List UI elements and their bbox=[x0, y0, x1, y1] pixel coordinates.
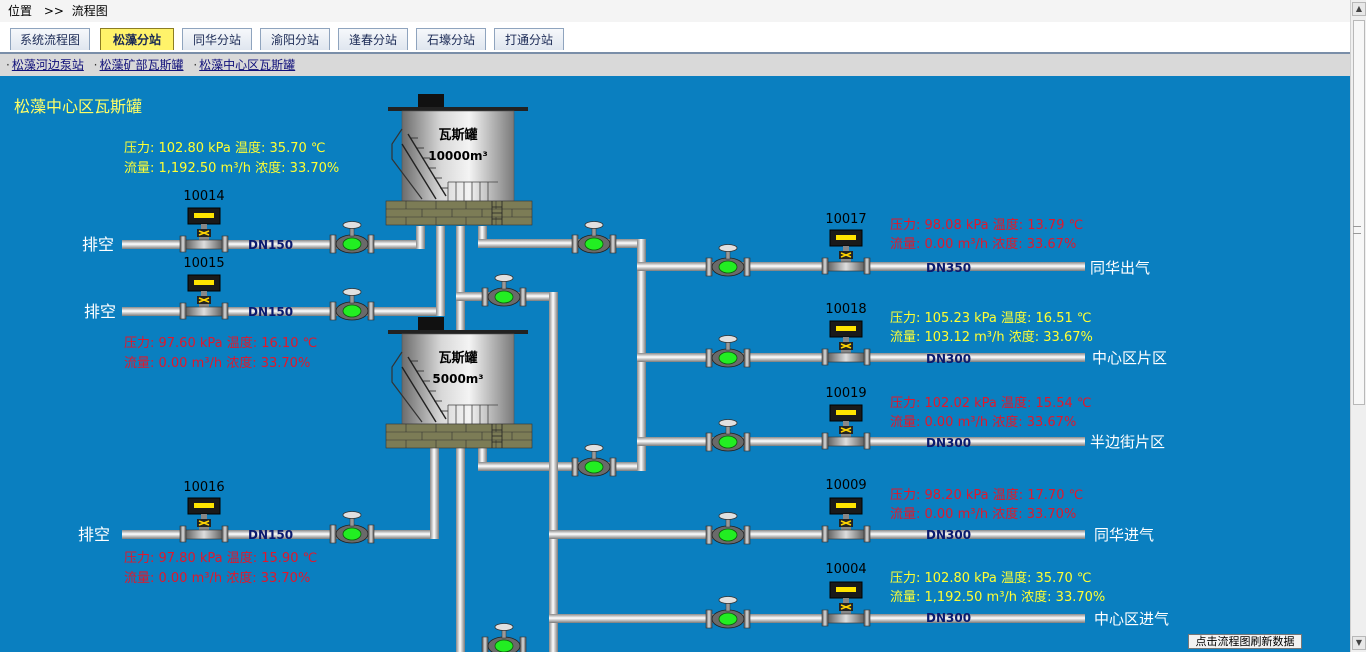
pipe-size-10014: DN150 bbox=[248, 238, 293, 252]
destination-label: 同华出气 bbox=[1090, 259, 1150, 277]
pipe-size-10017: DN350 bbox=[926, 261, 971, 275]
pipe-size-10015: DN150 bbox=[248, 305, 293, 319]
destination-label: 半边街片区 bbox=[1090, 433, 1165, 451]
tank-small-capacity: 5000m³ bbox=[432, 372, 483, 386]
valve-10019[interactable] bbox=[705, 419, 751, 452]
vent-15-reading-line2: 流量: 0.00 m³/h 浓度: 33.70% bbox=[124, 355, 310, 371]
tab-shihao[interactable]: 石壕分站 bbox=[416, 28, 486, 50]
destination-label: 中心区进气 bbox=[1094, 610, 1169, 628]
reading-10019-line2: 流量: 0.00 m³/h 浓度: 33.67% bbox=[890, 414, 1076, 430]
sub-navigation: ·松藻河边泵站 ·松藻矿部瓦斯罐 ·松藻中心区瓦斯罐 bbox=[0, 54, 1350, 76]
reading-10009-line1: 压力: 98.20 kPa 温度: 17.70 ℃ bbox=[890, 487, 1083, 503]
tab-songzao[interactable]: 松藻分站 bbox=[100, 28, 174, 50]
location-bar: 位置 >> 流程图 bbox=[0, 0, 1350, 23]
tab-system-flow[interactable]: 系统流程图 bbox=[10, 28, 90, 50]
destination-label: 同华进气 bbox=[1094, 526, 1154, 544]
vent-line-10016: 排空 10016 DN150 bbox=[78, 480, 375, 544]
outlet-line-10004: 10004 DN300 压力: 102.80 kPa 温度: 35.70 ℃ 流… bbox=[705, 562, 1169, 629]
meter-id-10018: 10018 bbox=[825, 302, 866, 317]
reading-10019-line1: 压力: 102.02 kPa 温度: 15.54 ℃ bbox=[890, 395, 1091, 411]
flowmeter-10009[interactable] bbox=[821, 497, 871, 543]
page-title: 松藻中心区瓦斯罐 bbox=[14, 97, 142, 116]
valve-10009[interactable] bbox=[705, 512, 751, 545]
subnav-link-hebian[interactable]: 松藻河边泵站 bbox=[11, 58, 84, 72]
scroll-grip-icon bbox=[1353, 226, 1361, 234]
meter-id-10014: 10014 bbox=[183, 189, 224, 204]
destination-label: 中心区片区 bbox=[1092, 349, 1167, 367]
tank-large-capacity: 10000m³ bbox=[428, 149, 488, 163]
pipe-size-10009: DN300 bbox=[926, 528, 971, 542]
station-tabs: 系统流程图 松藻分站 同华分站 渝阳分站 逢春分站 石壕分站 打通分站 bbox=[0, 22, 1350, 54]
reading-10017-line2: 流量: 0.00 m³/h 浓度: 33.67% bbox=[890, 236, 1076, 252]
outlet-line-10017: 10017 DN350 压力: 98.08 kPa 温度: 13.79 ℃ 流量… bbox=[705, 212, 1150, 277]
scroll-up-icon[interactable]: ▲ bbox=[1352, 2, 1366, 16]
valve-tank-large-bottom[interactable] bbox=[481, 274, 527, 307]
flowmeter-10016[interactable] bbox=[179, 497, 229, 543]
flowmeter-10017[interactable] bbox=[821, 229, 871, 275]
valve-tank-small-outlet[interactable] bbox=[571, 444, 617, 477]
pipe-size-10019: DN300 bbox=[926, 436, 971, 450]
valve-10004[interactable] bbox=[705, 596, 751, 629]
pipe-size-10004: DN300 bbox=[926, 611, 971, 625]
valve-tank-large-outlet[interactable] bbox=[571, 221, 617, 254]
tab-yuyang[interactable]: 渝阳分站 bbox=[260, 28, 330, 50]
outlet-line-10009: 10009 DN300 压力: 98.20 kPa 温度: 17.70 ℃ 流量… bbox=[705, 478, 1154, 545]
vent-15-reading-line1: 压力: 97.60 kPa 温度: 16.10 ℃ bbox=[124, 335, 317, 351]
tab-fengchun[interactable]: 逢春分站 bbox=[338, 28, 408, 50]
vent-line-10015: 排空 10015 DN150 bbox=[84, 256, 375, 321]
breadcrumb-separator: >> bbox=[43, 4, 64, 18]
meter-id-10017: 10017 bbox=[825, 212, 866, 227]
meter-id-10009: 10009 bbox=[825, 478, 866, 493]
tank-top-reading-line1: 压力: 102.80 kPa 温度: 35.70 ℃ bbox=[124, 140, 325, 156]
valve-10018[interactable] bbox=[705, 335, 751, 368]
reading-10017-line1: 压力: 98.08 kPa 温度: 13.79 ℃ bbox=[890, 217, 1083, 233]
vent-16-reading-line2: 流量: 0.00 m³/h 浓度: 33.70% bbox=[124, 570, 310, 586]
breadcrumb-prefix: 位置 bbox=[8, 4, 33, 18]
tank-small-label: 瓦斯罐 bbox=[438, 350, 477, 366]
vent-line-10014: 排空 10014 DN150 bbox=[82, 189, 375, 254]
subnav-bullet: · bbox=[93, 58, 98, 72]
valve-bottom-main[interactable] bbox=[481, 623, 527, 652]
subnav-bullet: · bbox=[6, 58, 10, 72]
tab-tonghua[interactable]: 同华分站 bbox=[182, 28, 252, 50]
reading-10018-line1: 压力: 105.23 kPa 温度: 16.51 ℃ bbox=[890, 310, 1091, 326]
reading-10009-line2: 流量: 0.00 m³/h 浓度: 33.70% bbox=[890, 506, 1076, 522]
meter-id-10016: 10016 bbox=[183, 480, 224, 495]
reading-10004-line1: 压力: 102.80 kPa 温度: 35.70 ℃ bbox=[890, 570, 1091, 586]
vent-16-reading-line1: 压力: 97.80 kPa 温度: 15.90 ℃ bbox=[124, 550, 317, 566]
flowmeter-10018[interactable] bbox=[821, 320, 871, 366]
subnav-link-zhongxin[interactable]: 松藻中心区瓦斯罐 bbox=[199, 58, 296, 72]
refresh-data-button[interactable]: 点击流程图刷新数据 bbox=[1188, 634, 1302, 649]
tank-large[interactable]: 瓦斯罐 10000m³ bbox=[385, 93, 533, 226]
flowmeter-10014[interactable] bbox=[179, 207, 229, 253]
scroll-thumb[interactable] bbox=[1353, 20, 1365, 405]
reading-10004-line2: 流量: 1,192.50 m³/h 浓度: 33.70% bbox=[890, 589, 1105, 605]
outlet-line-10019: 10019 DN300 压力: 102.02 kPa 温度: 15.54 ℃ 流… bbox=[705, 386, 1165, 452]
subnav-bullet: · bbox=[193, 58, 198, 72]
pipe-size-10016: DN150 bbox=[248, 528, 293, 542]
tank-large-label: 瓦斯罐 bbox=[438, 127, 477, 143]
flowmeter-10004[interactable] bbox=[821, 581, 871, 627]
flowmeter-10015[interactable] bbox=[179, 274, 229, 320]
vent-label: 排空 bbox=[82, 235, 114, 254]
tab-datong[interactable]: 打通分站 bbox=[494, 28, 564, 50]
scroll-down-icon[interactable]: ▼ bbox=[1352, 636, 1366, 650]
breadcrumb-current: 流程图 bbox=[71, 4, 108, 18]
tank-top-reading-line2: 流量: 1,192.50 m³/h 浓度: 33.70% bbox=[124, 160, 339, 176]
tank-small[interactable]: 瓦斯罐 5000m³ bbox=[385, 316, 533, 449]
breadcrumb: 位置 >> 流程图 bbox=[8, 4, 108, 18]
outlet-line-10018: 10018 DN300 压力: 105.23 kPa 温度: 16.51 ℃ 流… bbox=[705, 302, 1167, 368]
meter-id-10019: 10019 bbox=[825, 386, 866, 401]
pipe-size-10018: DN300 bbox=[926, 352, 971, 366]
vent-label: 排空 bbox=[84, 302, 116, 321]
flowmeter-10019[interactable] bbox=[821, 404, 871, 450]
meter-id-10015: 10015 bbox=[183, 256, 224, 271]
meter-id-10004: 10004 bbox=[825, 562, 866, 577]
subnav-link-kuangbu[interactable]: 松藻矿部瓦斯罐 bbox=[99, 58, 184, 72]
flow-diagram[interactable]: 瓦斯罐 10000m³ 瓦斯罐 5000m³ 松藻中心区瓦斯罐 压力: 102.… bbox=[0, 76, 1350, 652]
valve-10017[interactable] bbox=[705, 244, 751, 277]
vent-label: 排空 bbox=[78, 525, 110, 544]
reading-10018-line2: 流量: 103.12 m³/h 浓度: 33.67% bbox=[890, 329, 1093, 345]
vertical-scrollbar[interactable]: ▲ ▼ bbox=[1350, 0, 1366, 652]
